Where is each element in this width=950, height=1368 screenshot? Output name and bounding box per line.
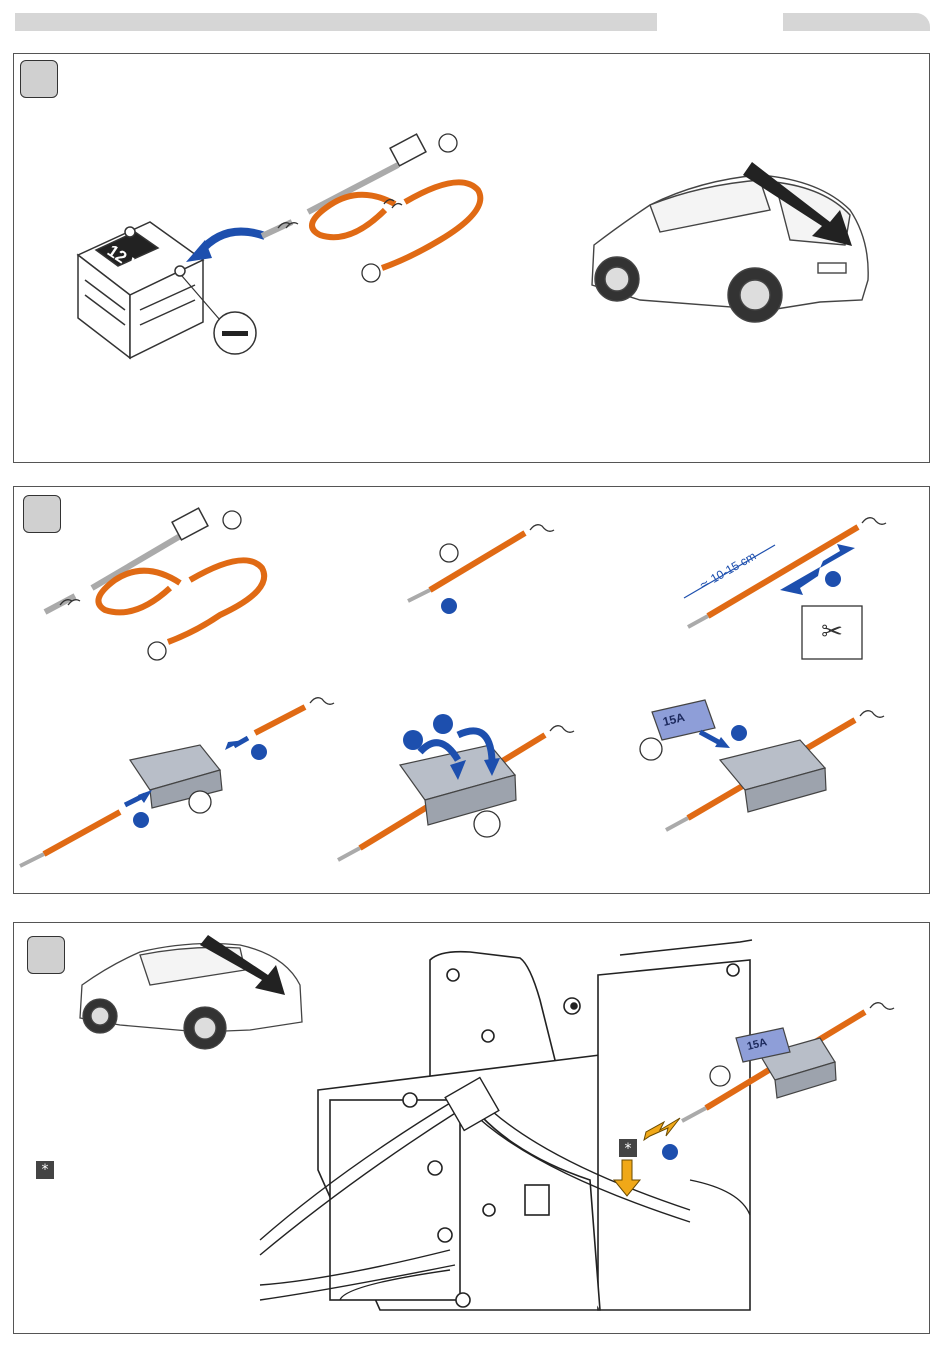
vehicle-body-structure bbox=[318, 940, 752, 1310]
car-rear-view-icon bbox=[80, 944, 302, 1049]
asterisk-marker-icon: * bbox=[625, 1141, 632, 1157]
